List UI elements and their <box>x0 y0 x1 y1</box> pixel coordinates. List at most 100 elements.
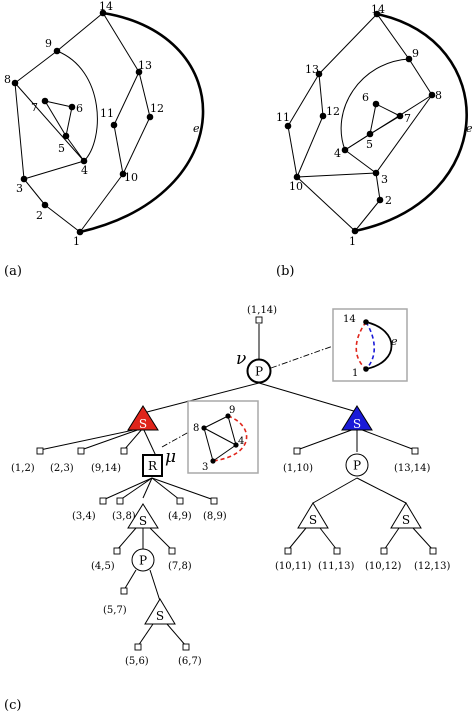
inset-mu-edge <box>212 444 237 462</box>
graph-b-edge <box>369 115 401 135</box>
leaf-label: (6,7) <box>178 656 202 667</box>
inset-mu-edge <box>203 427 237 446</box>
graph-a-node <box>62 132 70 140</box>
inset-mu-red-path <box>212 415 248 462</box>
nu-label: ν <box>236 349 246 369</box>
leaf-label: (10,12) <box>365 561 402 572</box>
tree-edge <box>356 427 416 451</box>
tree-edge <box>287 527 307 551</box>
tree-s-node-label: S <box>139 514 147 528</box>
graph-b-edge <box>296 176 356 232</box>
graph-a-edge <box>14 82 25 180</box>
graph-a-node <box>119 170 127 178</box>
leaf-label: (13,14) <box>394 463 431 474</box>
graph-a: 14 9 13 8 7 6 5 4 11 12 10 3 2 1 e (a) <box>4 0 205 279</box>
graph-b-edge <box>344 133 371 151</box>
leaf-marker <box>182 643 190 651</box>
tree-s-node <box>127 503 159 529</box>
inset-mu-label: 3 <box>202 462 208 473</box>
graph-a-edge <box>113 124 124 175</box>
mu-label: μ <box>165 447 176 467</box>
leaf-marker <box>210 497 218 505</box>
graph-a-edge <box>44 100 67 137</box>
leaf-label: (12,13) <box>414 561 451 572</box>
tree-edge <box>412 527 434 551</box>
inset-mu-node <box>233 442 239 448</box>
tree-edge <box>123 569 137 591</box>
graph-b-edge <box>287 125 298 178</box>
graph-a-node <box>99 9 107 17</box>
tree-edge <box>149 527 173 551</box>
leaf-marker <box>176 497 184 505</box>
graph-a-node <box>68 103 76 111</box>
tree-edge <box>383 527 400 551</box>
graph-b-edge <box>408 58 433 96</box>
leaf-marker <box>411 447 419 455</box>
tree-s-node <box>390 502 422 529</box>
graph-a-edge <box>138 71 151 118</box>
graph-a-edge <box>113 71 140 126</box>
graph-b-node <box>372 100 380 108</box>
graph-a-edge <box>102 12 140 73</box>
graph-a-node-label: 7 <box>31 101 38 114</box>
leaf-label: (1,10) <box>283 463 313 474</box>
graph-b-edge-label: e <box>466 122 473 135</box>
graph-b-node-label: 1 <box>349 235 356 248</box>
graph-b-edge <box>375 103 401 117</box>
graph-b-node-label: 2 <box>385 194 392 207</box>
graph-a-node-label: 3 <box>16 182 23 195</box>
graph-a-edge <box>44 204 81 233</box>
inset-nu-edge-e <box>365 321 393 370</box>
leaf-label: (9,14) <box>91 463 121 474</box>
spqr-tree: (1,14) (1,2) (2,3) (9,14) (3,4) (3,8) (4… <box>4 305 451 713</box>
leaf-label: (10,11) <box>275 561 312 572</box>
inset-mu: 8 9 4 3 <box>187 400 259 474</box>
tree-edge <box>39 427 144 451</box>
tree-p-node-root <box>246 358 272 384</box>
graph-a-node-label: 11 <box>100 107 114 120</box>
leaf-label: (3,4) <box>72 511 96 522</box>
inset-mu-edge <box>203 427 214 462</box>
leaf-label: (11,13) <box>318 561 355 572</box>
graph-a-node-label: 13 <box>138 59 152 72</box>
graph-b-edge <box>296 172 377 178</box>
graph-b-edge <box>318 73 324 117</box>
graph-b-node <box>366 130 374 138</box>
tree-edge <box>142 427 157 457</box>
graph-b-node-label: 8 <box>435 89 442 102</box>
tree-s-node-blue-label: S <box>353 417 361 431</box>
tree-edge <box>166 623 187 647</box>
inset-nu-red-path <box>355 321 367 370</box>
graph-a-node <box>76 228 84 236</box>
tree-edge <box>119 477 153 501</box>
graph-b-node-label: 14 <box>371 3 385 16</box>
graph-a-node <box>41 201 49 209</box>
graph-b-node <box>396 112 404 120</box>
tree-edge <box>142 477 153 499</box>
graph-b-node <box>373 10 381 18</box>
graph-a-node-label: 9 <box>45 37 52 50</box>
tree-edge <box>258 382 358 413</box>
graph-b-edge <box>287 73 320 127</box>
leaf-label: (5,7) <box>103 605 127 616</box>
tree-s-node-label: S <box>156 609 164 623</box>
tree-p-node <box>345 453 369 477</box>
graph-b-node-label: 4 <box>334 147 341 160</box>
graph-b-edge <box>354 199 381 232</box>
tree-s-node <box>144 598 176 625</box>
leaf-label: (4,9) <box>168 511 192 522</box>
inset-nu-frame <box>332 308 408 382</box>
tree-edge <box>149 569 161 602</box>
tree-p-node-root-label: P <box>255 365 263 379</box>
inset-mu-frame <box>187 400 259 474</box>
leaf-marker <box>36 447 44 455</box>
tree-p-node <box>131 548 155 572</box>
inset-mu-edge <box>227 415 237 446</box>
graph-a-node <box>146 113 154 121</box>
graph-a-node-label: 2 <box>36 209 43 222</box>
graph-b-node-label: 11 <box>276 111 290 124</box>
graph-b-node-label: 6 <box>362 91 369 104</box>
tree-edge <box>356 477 407 504</box>
graph-a-edge <box>79 173 124 233</box>
